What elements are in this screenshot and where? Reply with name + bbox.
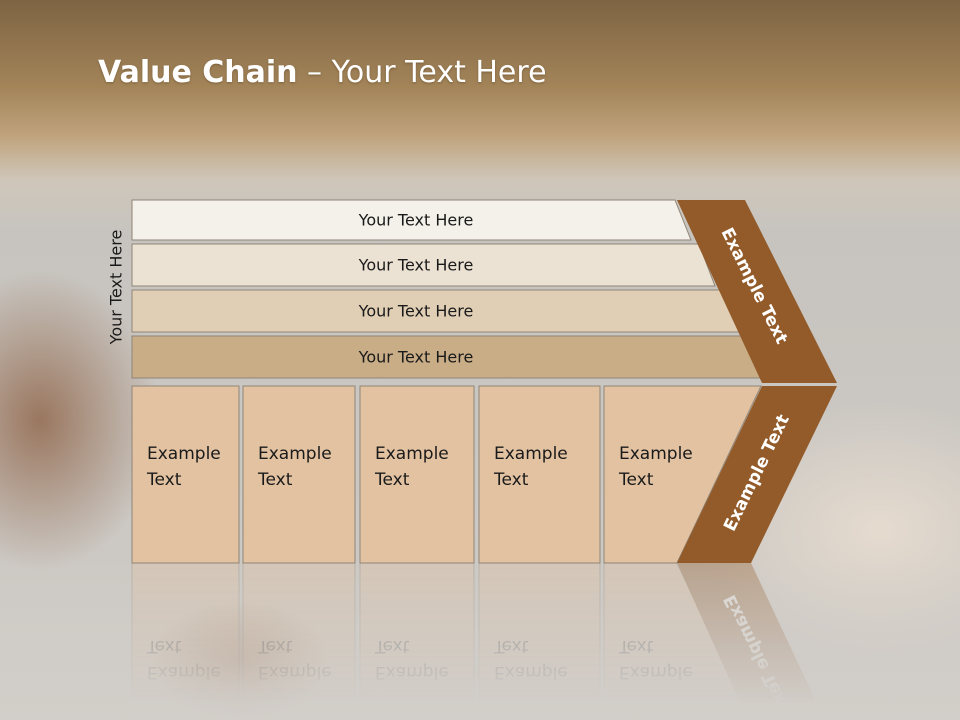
column-label-4-line1: Example (494, 444, 568, 464)
column-label-5-line1: Example (619, 444, 693, 464)
chevron-top-arm (677, 200, 837, 383)
column-label-2-line2: Text (257, 470, 293, 490)
column-label-5-line2: Text (618, 470, 654, 490)
column-box-4 (478, 385, 601, 564)
row-label-2: Your Text Here (358, 256, 474, 275)
row-label-1: Your Text Here (358, 211, 474, 230)
reflection-chevron (677, 563, 825, 720)
chevron-bottom-arm (677, 386, 837, 563)
reflection-label-5-line1: Example (619, 662, 693, 682)
reflection-label-4-line1: Example (494, 662, 568, 682)
row-bar-1 (131, 199, 692, 241)
column-label-1-line1: Example (147, 444, 221, 464)
reflection-label-2-line1: Example (258, 662, 332, 682)
reflection-label-3-line2: Text (374, 636, 410, 656)
reflection-label-4-line2: Text (493, 636, 529, 656)
reflection-label-2-line2: Text (257, 636, 293, 656)
column-label-2-line1: Example (258, 444, 332, 464)
column-box-1 (131, 385, 240, 564)
column-box-3 (359, 385, 475, 564)
reflection-label-1-line2: Text (146, 636, 182, 656)
column-label-3-line1: Example (375, 444, 449, 464)
title-bold: Value Chain (98, 55, 298, 90)
column-label-4-line2: Text (493, 470, 529, 490)
reflection-label-1-line1: Example (147, 662, 221, 682)
title-rest: – Your Text Here (297, 55, 547, 90)
row-bar-2 (131, 243, 716, 287)
reflection-label-3-line1: Example (375, 662, 449, 682)
column-box-2 (242, 385, 356, 564)
reflection-label-5-line2: Text (618, 636, 654, 656)
row-label-3: Your Text Here (358, 302, 474, 321)
row-label-4: Your Text Here (358, 348, 474, 367)
column-label-1-line2: Text (146, 470, 182, 490)
column-label-3-line2: Text (374, 470, 410, 490)
page-title: Value Chain – Your Text Here (98, 55, 547, 90)
